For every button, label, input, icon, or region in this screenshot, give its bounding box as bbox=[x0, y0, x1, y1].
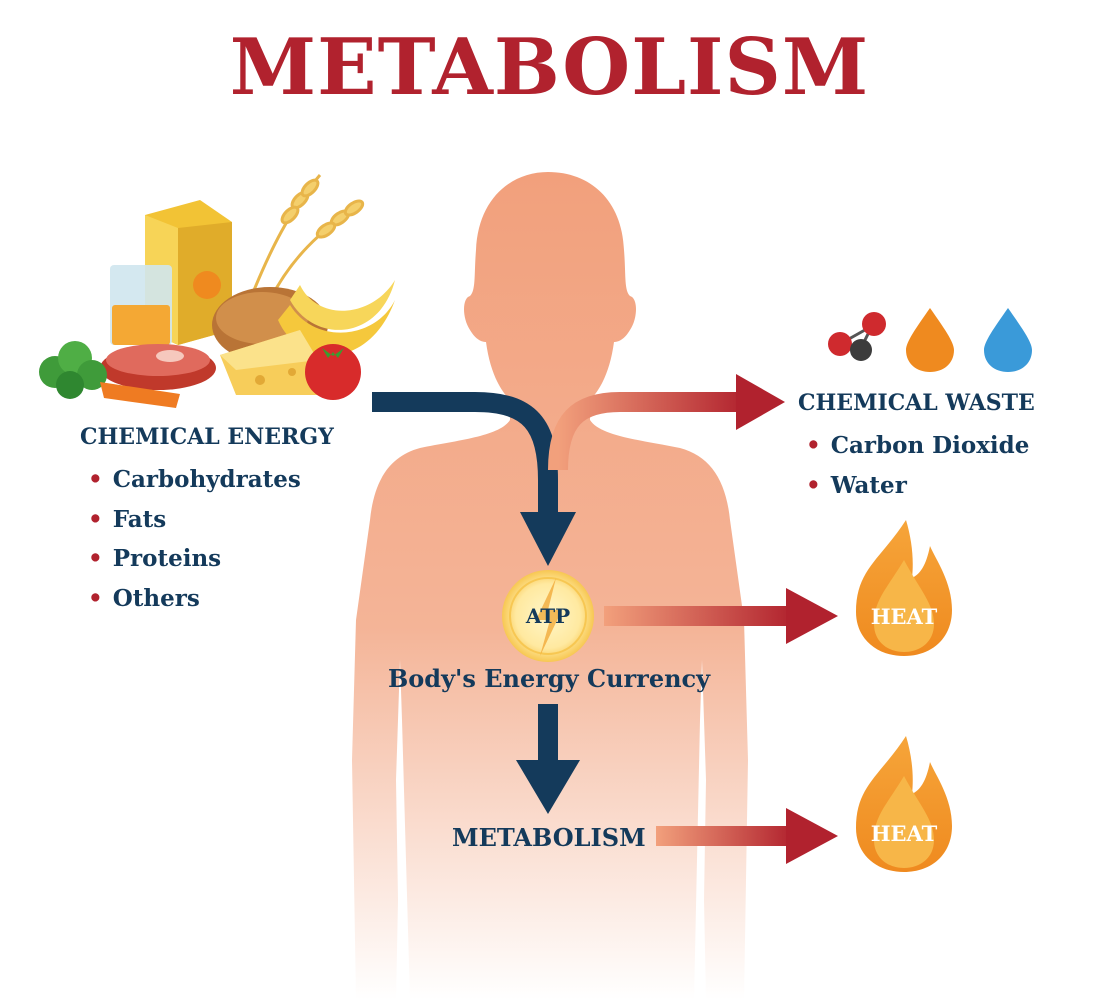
waste-item-water: Water bbox=[806, 472, 907, 499]
flame-icon bbox=[856, 520, 952, 656]
atp-caption: Body's Energy Currency bbox=[388, 664, 710, 693]
chemical-waste-heading: CHEMICAL WASTE bbox=[798, 390, 1035, 416]
energy-item-others: Others bbox=[88, 585, 200, 612]
heat-label-2: HEAT bbox=[854, 821, 954, 846]
food-group-icon bbox=[39, 175, 395, 408]
water-drop-icon bbox=[984, 308, 1032, 372]
energy-item-proteins: Proteins bbox=[88, 545, 221, 572]
energy-item-fats: Fats bbox=[88, 506, 166, 533]
chemical-energy-heading: CHEMICAL ENERGY bbox=[80, 424, 334, 450]
waste-item-carbon-dioxide: Carbon Dioxide bbox=[806, 432, 1029, 459]
energy-item-carbohydrates: Carbohydrates bbox=[88, 466, 301, 493]
molecule-icon bbox=[828, 312, 886, 361]
heat-label-1: HEAT bbox=[854, 604, 954, 629]
flame-icon bbox=[856, 736, 952, 872]
orange-drop-icon bbox=[906, 308, 954, 372]
metabolism-label: METABOLISM bbox=[452, 823, 646, 852]
atp-label: ATP bbox=[503, 604, 593, 628]
page-title: METABOLISM bbox=[0, 22, 1099, 113]
